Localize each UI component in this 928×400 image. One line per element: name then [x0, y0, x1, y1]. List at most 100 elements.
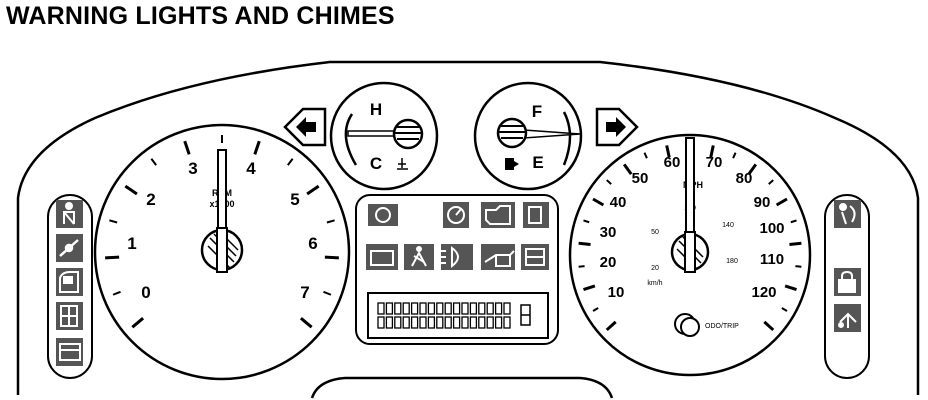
speedometer-needle	[670, 137, 710, 273]
temp-needle	[347, 130, 399, 137]
lcd-digit-cell	[410, 316, 419, 329]
lcd-digit-cell	[461, 302, 469, 315]
tach-number-7: 7	[300, 283, 309, 302]
mph-number-30: 30	[600, 224, 617, 241]
lcd-digit-cell	[377, 302, 385, 315]
speedometer: 10 20 30 40 50 60 70 80 90 100 110 120 M…	[568, 133, 812, 377]
speed-control-icon	[443, 202, 469, 228]
coolant-temperature-icon	[397, 158, 408, 170]
tach-number-5: 5	[290, 190, 299, 209]
lcd-digit-cell	[478, 302, 486, 315]
lcd-digit-cell	[419, 302, 427, 315]
mph-number-100: 100	[759, 220, 784, 237]
right-indicator-strip	[824, 194, 870, 379]
speedo-tick	[578, 241, 591, 247]
airbag-warning-icon	[839, 203, 856, 225]
speedo-tick	[775, 197, 788, 207]
kmh-number-50: 50	[651, 229, 659, 236]
mph-number-110: 110	[760, 251, 784, 268]
lcd-digit-cell	[410, 302, 419, 315]
fuel-empty-label: E	[532, 153, 543, 172]
speedo-tick	[583, 284, 596, 292]
speedo-tick	[592, 307, 599, 312]
lcd-digit-cell	[436, 302, 444, 315]
lcd-digit-cell	[461, 316, 469, 329]
oil-pressure-icon	[481, 244, 515, 270]
lcd-digit-cell	[394, 302, 402, 315]
lcd-digit-cell	[486, 316, 494, 329]
odometer-lcd-digits	[377, 302, 511, 329]
headlamp-icon	[441, 244, 473, 270]
kmh-number-20: 20	[651, 265, 659, 272]
charging-system-icon	[366, 244, 398, 270]
mph-number-20: 20	[600, 254, 617, 271]
lcd-digit-cell	[503, 316, 511, 329]
tach-tick	[105, 255, 120, 260]
left-indicator-strip	[47, 194, 93, 379]
tach-tick	[326, 219, 335, 224]
lcd-digit-cell	[494, 316, 503, 329]
speedo-tick	[606, 179, 612, 185]
lcd-digit-cell	[427, 316, 436, 329]
tach-tick	[287, 158, 294, 166]
speedo-tick	[709, 145, 715, 158]
lcd-digit-cell	[452, 302, 461, 315]
tachometer-tick-marks	[105, 135, 339, 329]
center-warning-panel	[355, 194, 559, 345]
kmh-unit-label: km/h	[647, 280, 662, 287]
tach-tick	[324, 255, 339, 260]
speedo-tick	[605, 320, 617, 332]
security-lock-icon	[838, 270, 856, 293]
check-engine-icon	[481, 202, 515, 228]
speedo-tick	[592, 197, 605, 207]
odo-trip-label: ODO/TRIP	[705, 323, 739, 330]
speedo-tick	[732, 152, 737, 159]
lcd-digit-cell	[377, 316, 385, 329]
lcd-digit-cell	[394, 316, 402, 329]
low-fuel-icon	[523, 202, 549, 228]
tach-tick	[150, 158, 157, 166]
speedo-tick	[789, 241, 802, 247]
page-title: WARNING LIGHTS AND CHIMES	[6, 2, 395, 30]
tach-tick	[131, 317, 145, 329]
lcd-digit-cell	[469, 302, 478, 315]
lcd-digit-cell	[402, 316, 410, 329]
lcd-digit-cell	[494, 302, 503, 315]
tach-tick	[109, 219, 118, 224]
tach-tick	[124, 184, 138, 196]
speedo-tick	[784, 284, 797, 292]
door-ajar-icon	[59, 271, 79, 293]
fuel-gauge: F E	[473, 81, 583, 191]
lcd-digit-cell	[503, 302, 511, 315]
kmh-number-140: 140	[722, 222, 734, 229]
lcd-digit-cell	[469, 316, 478, 329]
speedo-tick	[790, 219, 797, 224]
four-wheel-drive-icon	[521, 244, 549, 270]
tach-tick	[306, 184, 320, 196]
lcd-digit-cell	[444, 302, 452, 315]
tachometer-needle	[200, 149, 244, 273]
tach-tick	[112, 290, 121, 296]
lcd-digit-cell	[436, 316, 444, 329]
anti-lock-brake-icon	[368, 204, 398, 226]
tach-number-4: 4	[246, 159, 256, 178]
lcd-digit-cell	[402, 302, 410, 315]
odo-trip-button[interactable]	[674, 313, 700, 337]
lcd-digit-cell	[419, 316, 427, 329]
tach-tick	[299, 317, 313, 329]
seatbelt-reminder-icon	[404, 244, 434, 270]
cruise-control-icon	[838, 312, 857, 328]
speedo-tick	[768, 179, 774, 185]
fuel-needle-hub	[496, 117, 528, 149]
tach-tick	[323, 290, 332, 296]
lcd-digit-cell	[427, 302, 436, 315]
lcd-digit-cell	[452, 316, 461, 329]
temp-hot-label: H	[370, 100, 382, 119]
speedo-tick	[795, 265, 802, 268]
speedo-tick	[781, 307, 788, 312]
low-washer-fluid-icon	[59, 343, 81, 361]
temperature-gauge: H C	[329, 81, 439, 191]
temp-cold-label: C	[370, 154, 382, 173]
lcd-digit-cell	[486, 302, 494, 315]
